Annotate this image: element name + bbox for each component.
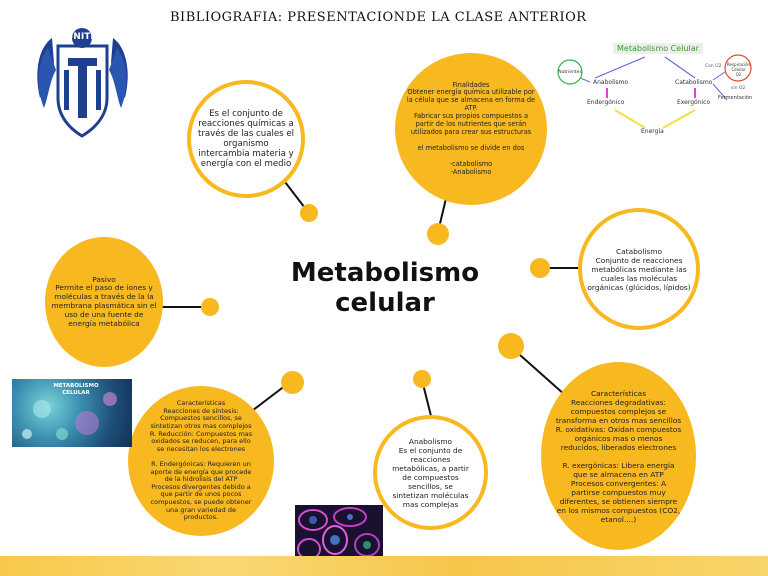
definition-bubble: Es el conjunto de reacciones químicas a … bbox=[187, 80, 305, 198]
connector-dot bbox=[530, 258, 550, 278]
catabolismo-bubble: Catabolismo Conjunto de reacciones metab… bbox=[578, 208, 700, 330]
mini-catabolismo: Catabolismo bbox=[675, 79, 713, 86]
mini-exergonico: Exergónico bbox=[677, 99, 711, 106]
mini-anabolismo: Anabolismo bbox=[593, 79, 629, 86]
central-title-line2: celular bbox=[335, 288, 435, 318]
connector-dot bbox=[300, 204, 318, 222]
mini-con-o2: Con O2 bbox=[705, 64, 722, 69]
microscopy-image bbox=[295, 505, 383, 562]
connector-dot bbox=[281, 371, 304, 394]
pasivo-bubble: Pasivo Permite el paso de iones y molécu… bbox=[45, 237, 163, 367]
mini-fermentacion: Fermentación bbox=[718, 95, 753, 101]
central-title: Metabolismo celular bbox=[270, 258, 500, 318]
connector-dot bbox=[413, 370, 431, 388]
metabolism-mini-diagram: Metabolismo Celular Nutrientes Anabolism… bbox=[555, 40, 755, 140]
catabolismo-caracteristicas-text: Características Reacciones degradativas:… bbox=[555, 388, 682, 524]
connector-dot bbox=[427, 223, 449, 245]
mini-diagram-title: Metabolismo Celular bbox=[613, 43, 703, 54]
mini-sin-o2: sin O2 bbox=[731, 86, 746, 91]
finalidades-bubble: Finalidades Obtener energía química util… bbox=[395, 53, 547, 205]
logo-text: UNITEC bbox=[66, 32, 104, 42]
connector-dot bbox=[201, 298, 219, 316]
bottom-decorative-bar bbox=[0, 556, 768, 576]
mini-energia: Energía bbox=[641, 128, 664, 135]
mini-endergonico: Endergónico bbox=[587, 99, 625, 106]
unitec-logo: UNITEC bbox=[30, 18, 135, 143]
anabolismo-bubble: Anabolismo Es el conjunto de reacciones … bbox=[373, 415, 488, 530]
page-header: BIBLIOGRAFIA: PRESENTACIONDE LA CLASE AN… bbox=[170, 10, 587, 25]
anabolismo-caracteristicas-bubble: Características Reacciones de síntesis: … bbox=[128, 386, 274, 536]
pasivo-text: Pasivo Permite el paso de iones y molécu… bbox=[51, 274, 157, 328]
catabolismo-caracteristicas-bubble: Características Reacciones degradativas:… bbox=[541, 362, 696, 550]
central-title-line1: Metabolismo bbox=[290, 258, 480, 288]
finalidades-text: Finalidades Obtener energía química util… bbox=[406, 80, 536, 176]
mini-respiracion: Respiración Celular O2 bbox=[726, 62, 751, 77]
cell-illustration: METABOLISMO CELULAR bbox=[12, 379, 132, 447]
mini-nutrientes: Nutrientes bbox=[558, 70, 582, 75]
definition-text: Es el conjunto de reacciones químicas a … bbox=[197, 109, 295, 169]
anabolismo-caracteristicas-text: Características Reacciones de síntesis: … bbox=[149, 399, 253, 522]
anabolismo-text: Anabolismo Es el conjunto de reacciones … bbox=[392, 436, 469, 509]
connector-dot bbox=[498, 333, 524, 359]
cell-illustration-title: METABOLISMO CELULAR bbox=[53, 383, 99, 396]
catabolismo-text: Catabolismo Conjunto de reacciones metab… bbox=[587, 246, 691, 292]
